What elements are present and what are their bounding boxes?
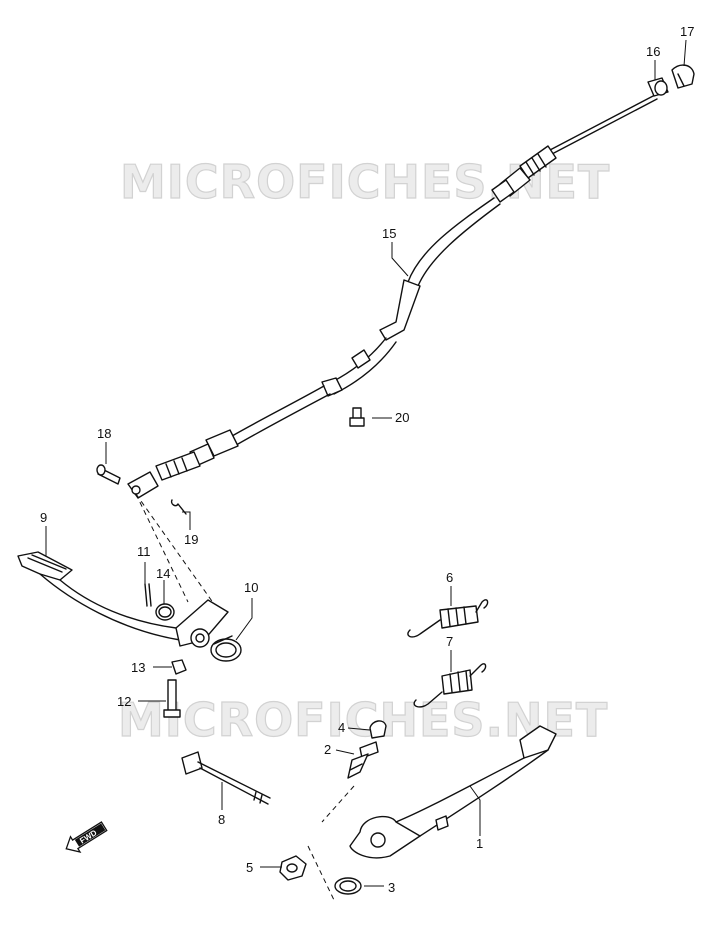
part-4-cap[interactable] [369, 720, 387, 739]
part-2-stud-bolt[interactable] [347, 741, 379, 779]
callout-10: 10 [244, 580, 258, 595]
callout-14: 14 [156, 566, 170, 581]
callout-6: 6 [446, 570, 453, 585]
part-9-brake-pedal[interactable] [17, 551, 229, 648]
callout-12: 12 [117, 694, 131, 709]
part-14-o-ring[interactable] [155, 603, 175, 621]
leader-lines [45, 39, 687, 887]
part-20-bolt[interactable] [349, 407, 365, 427]
part-8-pivot-bolt[interactable] [181, 751, 271, 805]
assembly-line-stud [321, 785, 355, 823]
callout-8: 8 [218, 812, 225, 827]
part-13-nut[interactable] [171, 659, 187, 675]
callout-15: 15 [382, 226, 396, 241]
assembly-line-nut [307, 845, 335, 901]
part-1-side-stand[interactable] [349, 725, 557, 859]
callout-5: 5 [246, 860, 253, 875]
part-17-cap-nut[interactable] [671, 64, 695, 89]
part-3-washer[interactable] [334, 877, 362, 895]
callout-20: 20 [395, 410, 409, 425]
callout-11: 11 [137, 544, 151, 559]
callout-9: 9 [40, 510, 47, 525]
callout-17: 17 [680, 24, 694, 39]
part-5-nut[interactable] [279, 855, 307, 881]
fwd-badge: FWD [65, 821, 108, 853]
callout-18: 18 [97, 426, 111, 441]
callout-13: 13 [131, 660, 145, 675]
callout-2: 2 [324, 742, 331, 757]
callout-3: 3 [388, 880, 395, 895]
callout-16: 16 [646, 44, 660, 59]
part-7-spring[interactable] [413, 663, 487, 708]
part-6-spring[interactable] [407, 599, 489, 638]
callout-7: 7 [446, 634, 453, 649]
callout-4: 4 [338, 720, 345, 735]
part-18-clevis-pin[interactable] [96, 464, 121, 485]
callout-19: 19 [184, 532, 198, 547]
part-11-pin[interactable] [144, 583, 152, 607]
callout-1: 1 [476, 836, 483, 851]
assembly-line-clevis-pedal [135, 493, 215, 605]
part-10-bushing[interactable] [210, 635, 242, 662]
part-15-brake-cable[interactable] [127, 94, 658, 499]
assembly-line-clevis-arm [135, 493, 189, 603]
part-12-bolt[interactable] [163, 679, 181, 718]
part-19-cotter-pin[interactable] [170, 499, 187, 515]
part-16-nut[interactable] [647, 77, 669, 97]
